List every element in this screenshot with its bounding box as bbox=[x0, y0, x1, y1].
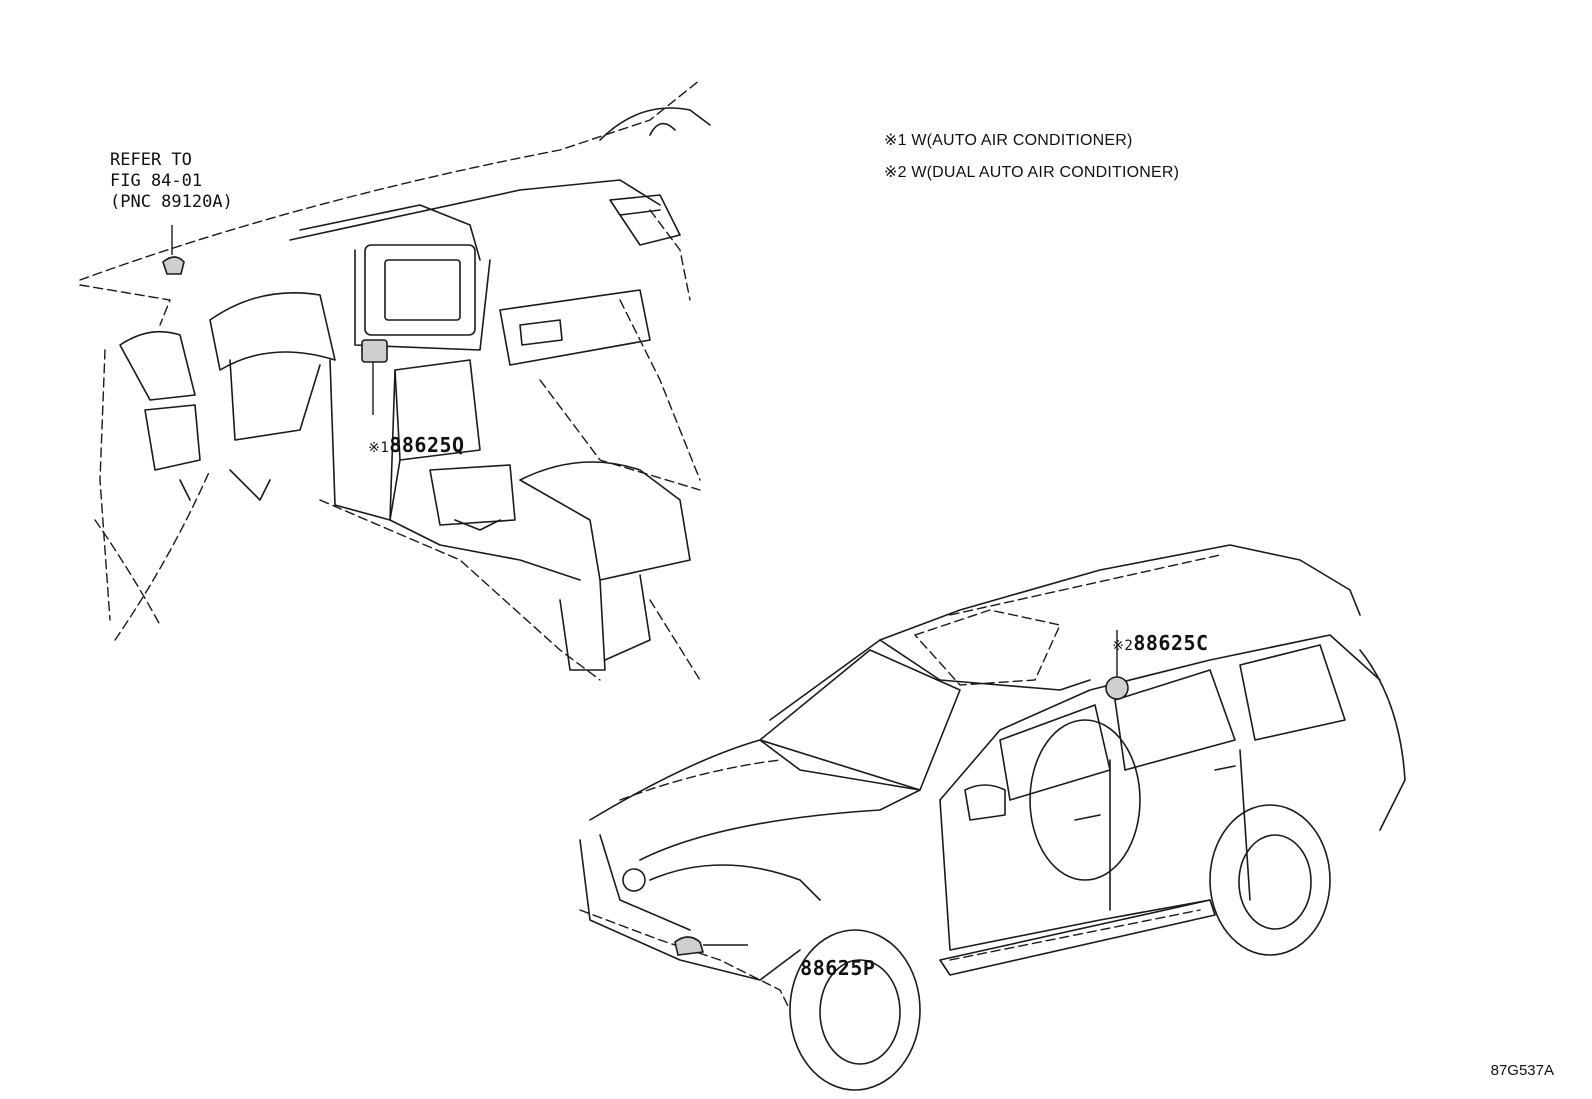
sensor-88625c-icon bbox=[1105, 676, 1129, 700]
callout-88625c: ※288625C bbox=[1062, 607, 1209, 679]
reference-note-line-3: (PNC 89120A) bbox=[110, 192, 233, 212]
callout-88625q-mark: ※1 bbox=[368, 440, 390, 456]
reference-note-line-1: REFER TO bbox=[110, 150, 192, 170]
callout-88625p-part: 88625P bbox=[800, 956, 876, 980]
sensor-88625q-icon bbox=[361, 339, 388, 363]
vehicle-illustration bbox=[579, 544, 1406, 1091]
callout-88625q: ※188625Q bbox=[318, 409, 465, 481]
dashboard-illustration bbox=[79, 79, 711, 681]
figure-code: 87G537A bbox=[1490, 1062, 1554, 1079]
callout-88625c-part: 88625C bbox=[1133, 631, 1209, 655]
legend-note-2: ※2 W(DUAL AUTO AIR CONDITIONER) bbox=[884, 164, 1180, 181]
callout-88625c-mark: ※2 bbox=[1112, 638, 1134, 654]
sensor-88625p-icon bbox=[674, 936, 705, 956]
callout-88625q-part: 88625Q bbox=[389, 433, 465, 457]
callout-88625p: 88625P bbox=[750, 932, 875, 1004]
reference-note-line-2: FIG 84-01 bbox=[110, 171, 203, 191]
pnc-89120a-part-icon bbox=[162, 256, 185, 275]
legend-note-1: ※1 W(AUTO AIR CONDITIONER) bbox=[884, 132, 1133, 149]
reference-note: REFER TO FIG 84-01 (PNC 89120A) bbox=[110, 150, 233, 213]
